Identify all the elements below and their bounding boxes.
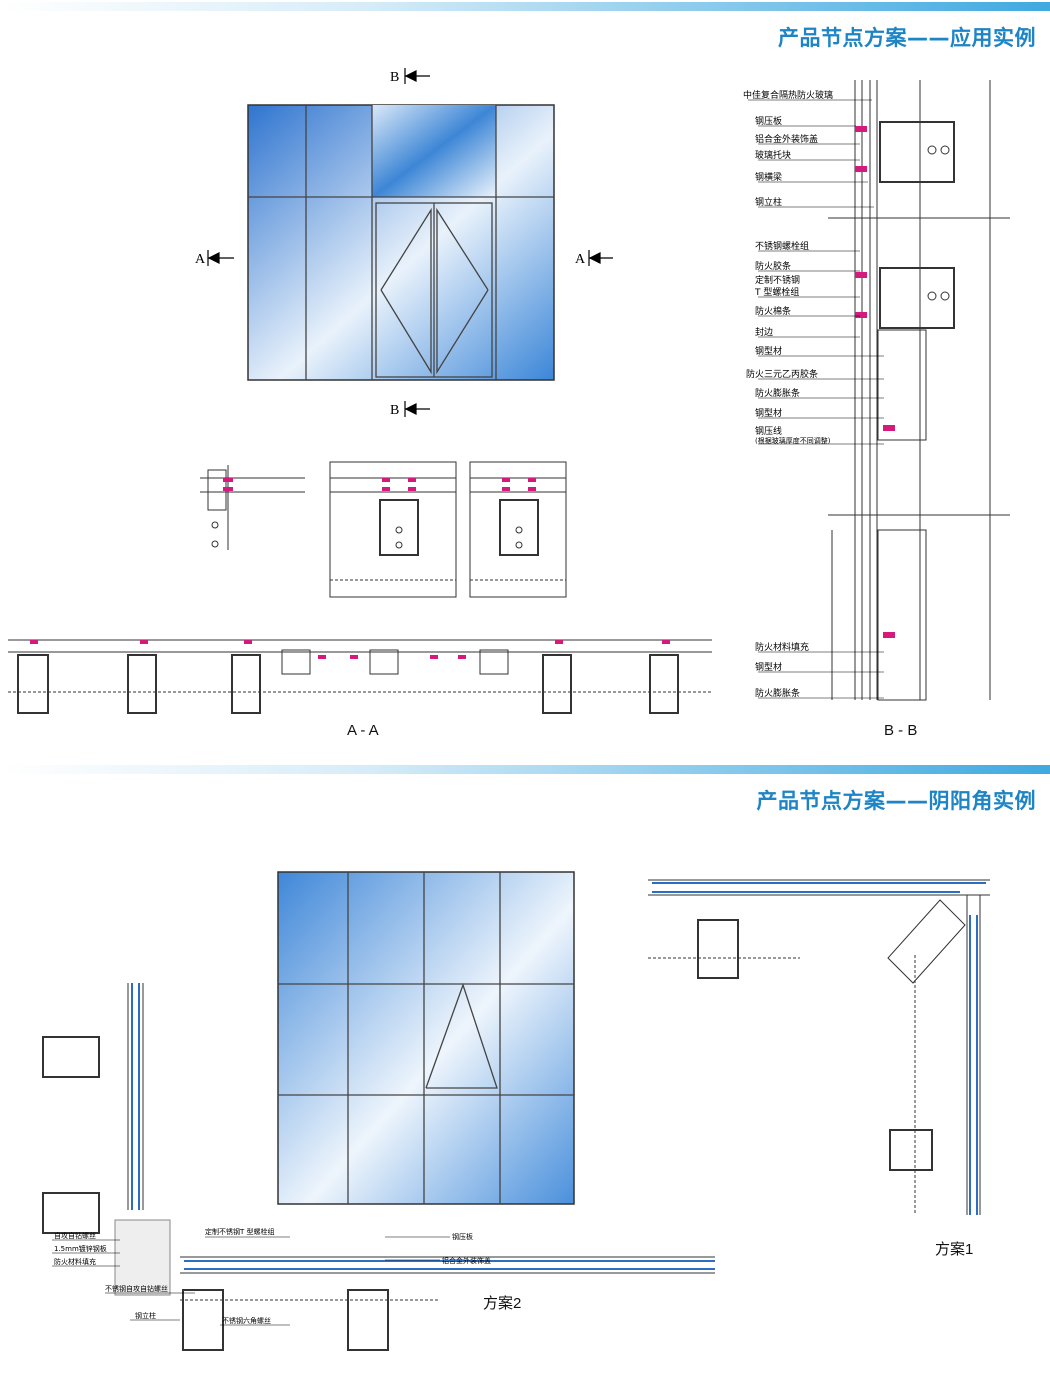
top-band	[0, 2, 1050, 11]
bb-label: 铝合金外装饰盖	[755, 133, 818, 145]
bb-label: 封边	[755, 326, 773, 338]
plan2-label-self-tap: 自攻自钻螺丝	[54, 1231, 96, 1240]
marker-a-left: A	[195, 252, 206, 267]
bb-label: 防火材料填充	[755, 641, 809, 653]
bb-label: 玻璃托块	[755, 149, 791, 161]
mid-band	[0, 765, 1050, 774]
bb-label: 定制不锈钢	[755, 274, 800, 286]
bb-label: 防火棉条	[755, 305, 791, 317]
bb-label: 钢型材	[755, 661, 782, 673]
section2-title: 产品节点方案——阴阳角实例	[756, 789, 1036, 813]
section2-drawings: 定制不锈钢T 型螺栓组 钢压板 铝合金外装饰盖 自攻自钻螺丝 1.5mm镀锌钢板…	[42, 871, 990, 1351]
bb-label: (根据玻璃厚度不同调整)	[755, 436, 831, 445]
section1-title: 产品节点方案——应用实例	[778, 26, 1036, 50]
bb-label: 钢型材	[755, 345, 782, 357]
plan2-label-steel-plate: 钢压板	[452, 1232, 473, 1241]
caption-bb: B - B	[884, 722, 918, 739]
bb-label: 防火膨胀条	[755, 687, 800, 699]
bb-label: 钢压线	[755, 425, 782, 437]
bb-label: 钢横梁	[755, 171, 782, 183]
caption-aa: A - A	[347, 722, 379, 739]
section-aa-drawing	[8, 639, 712, 714]
bb-label: T 型螺栓组	[754, 286, 799, 298]
bb-label: 不锈钢螺栓组	[755, 240, 809, 252]
bb-label: 防火三元乙丙胶条	[746, 368, 818, 380]
plan2-label-fire-fill: 防火材料填充	[54, 1257, 96, 1266]
elevation-grid	[277, 871, 575, 1205]
bb-leader-lines	[748, 99, 884, 699]
bb-label: 钢型材	[755, 407, 782, 419]
marker-b-top: B	[390, 70, 399, 85]
section-bb-drawing	[828, 80, 1010, 701]
marker-b-bottom: B	[390, 403, 399, 418]
bb-label: 钢立柱	[755, 196, 782, 208]
caption-plan2: 方案2	[483, 1295, 522, 1312]
bb-label: 防火膨胀条	[755, 387, 800, 399]
plan2-label-hex-bolt: 不锈钢六角螺丝	[222, 1316, 271, 1325]
bb-label: 钢压板	[755, 115, 782, 127]
plan1-drawing	[648, 879, 990, 1215]
marker-a-right: A	[575, 252, 586, 267]
plan2-label-steel-column: 钢立柱	[135, 1311, 156, 1320]
bb-labels: 中佳复合隔热防火玻璃 钢压板 铝合金外装饰盖 玻璃托块 钢横梁 钢立柱 不锈钢螺…	[743, 89, 833, 699]
plan2-label-alu-cover: 铝合金外装饰盖	[442, 1256, 491, 1265]
plan2-label-galv-plate: 1.5mm镀锌钢板	[54, 1244, 107, 1253]
section1-drawings: B B A A	[8, 68, 1010, 714]
plan2-label-custom-bolt: 定制不锈钢T 型螺栓组	[205, 1227, 275, 1236]
plan2-label-ss-self-tap: 不锈钢自攻自钻螺丝	[105, 1284, 168, 1293]
bb-label: 防火胶条	[755, 260, 791, 272]
elevation-view: B B A A	[195, 68, 613, 418]
plan2-labels: 定制不锈钢T 型螺栓组 钢压板 铝合金外装饰盖 自攻自钻螺丝 1.5mm镀锌钢板…	[54, 1227, 491, 1325]
detail-sections-mid	[200, 461, 567, 598]
plan2-drawing	[42, 983, 715, 1351]
plan2-leader-lines	[52, 1236, 450, 1326]
caption-plan1: 方案1	[935, 1241, 974, 1258]
bb-label: 中佳复合隔热防火玻璃	[743, 89, 833, 101]
